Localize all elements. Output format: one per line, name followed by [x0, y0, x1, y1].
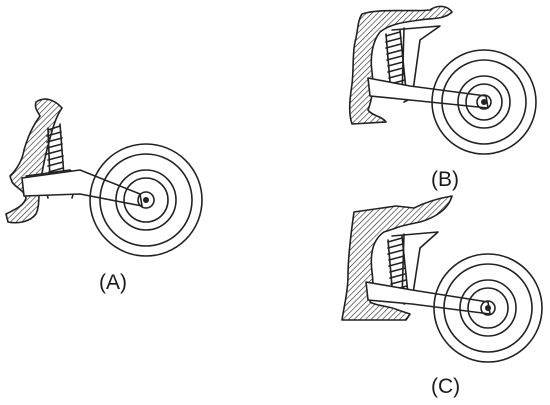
frame-a: [5, 98, 63, 224]
spring-a: [46, 123, 65, 181]
figure-c: [341, 195, 543, 363]
frame-b: [348, 5, 453, 125]
figure-label-c: (C): [431, 375, 461, 398]
figure-label-a: (A): [99, 271, 127, 294]
axle-arm-a: [21, 169, 143, 207]
axle-arm-b: [367, 77, 489, 109]
wheel-c: [433, 253, 543, 363]
wheel-a: [89, 143, 203, 257]
wheel-b: [431, 49, 537, 155]
figure-a: [5, 98, 203, 257]
figure-b: [348, 5, 537, 155]
figure-label-b: (B): [431, 168, 459, 191]
